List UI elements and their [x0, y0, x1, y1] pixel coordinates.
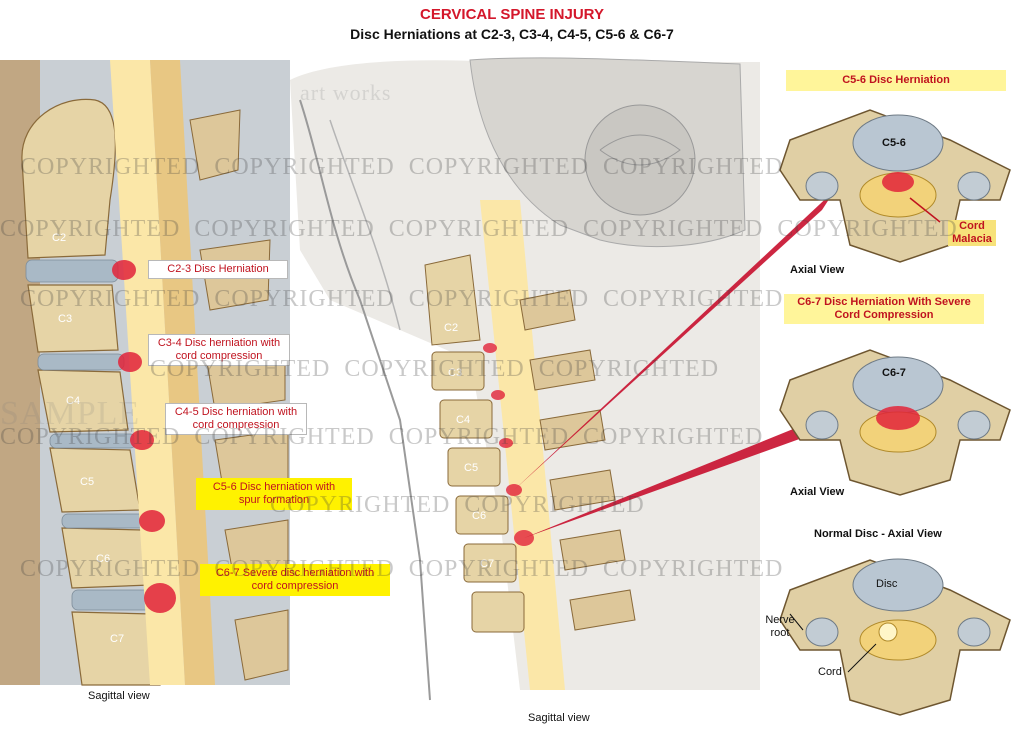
- axial-bottom-heading: Normal Disc - Axial View: [814, 528, 942, 540]
- middle-sagittal-illustration: [290, 57, 840, 701]
- mid-label-c6: C6: [472, 510, 487, 522]
- axial-mid-caption: Axial View: [790, 486, 845, 498]
- middle-caption: Sagittal view: [528, 712, 590, 724]
- axial-view-normal: [779, 558, 1011, 716]
- callout-c3-4: C3-4 Disc herniation with cord compressi…: [148, 334, 290, 366]
- callout-c6-7: C6-7 Severe disc herniation with cord co…: [200, 564, 390, 596]
- axial-mid-heading: C6-7 Disc Herniation With Severe Cord Co…: [784, 294, 984, 324]
- diagram-subtitle: Disc Herniations at C2-3, C3-4, C4-5, C5…: [350, 26, 674, 42]
- callout-c5-6: C5-6 Disc herniation with spur formation: [196, 478, 352, 510]
- callout-c4-5: C4-5 Disc herniation with cord compressi…: [165, 403, 307, 435]
- mid-label-c5: C5: [464, 462, 479, 474]
- axial-view-c6-7: [779, 349, 1011, 496]
- mid-label-c2: C2: [444, 322, 459, 334]
- mid-label-c4: C4: [456, 414, 471, 426]
- axial-mid-level: C6-7: [882, 367, 906, 379]
- left-label-c2: C2: [52, 232, 67, 244]
- left-label-c7: C7: [110, 633, 125, 645]
- left-label-c3: C3: [58, 313, 73, 325]
- mid-label-c3: C3: [448, 367, 463, 379]
- axial-top-level: C5-6: [882, 137, 906, 149]
- left-label-c5: C5: [80, 476, 95, 488]
- axial-top-heading: C5-6 Disc Herniation: [786, 70, 1006, 91]
- left-label-c4: C4: [66, 395, 81, 407]
- cord-label: Cord: [818, 666, 842, 678]
- cord-malacia-label: Cord Malacia: [948, 220, 996, 246]
- diagram-title: CERVICAL SPINE INJURY: [420, 6, 604, 23]
- axial-bottom-disc-label: Disc: [876, 578, 898, 590]
- mid-label-c7: C7: [480, 558, 495, 570]
- callout-c2-3: C2-3 Disc Herniation: [148, 260, 288, 279]
- nerve-root-label: Nerve root: [765, 614, 795, 639]
- left-label-c6: C6: [96, 553, 111, 565]
- left-caption: Sagittal view: [88, 690, 150, 702]
- axial-top-caption: Axial View: [790, 264, 845, 276]
